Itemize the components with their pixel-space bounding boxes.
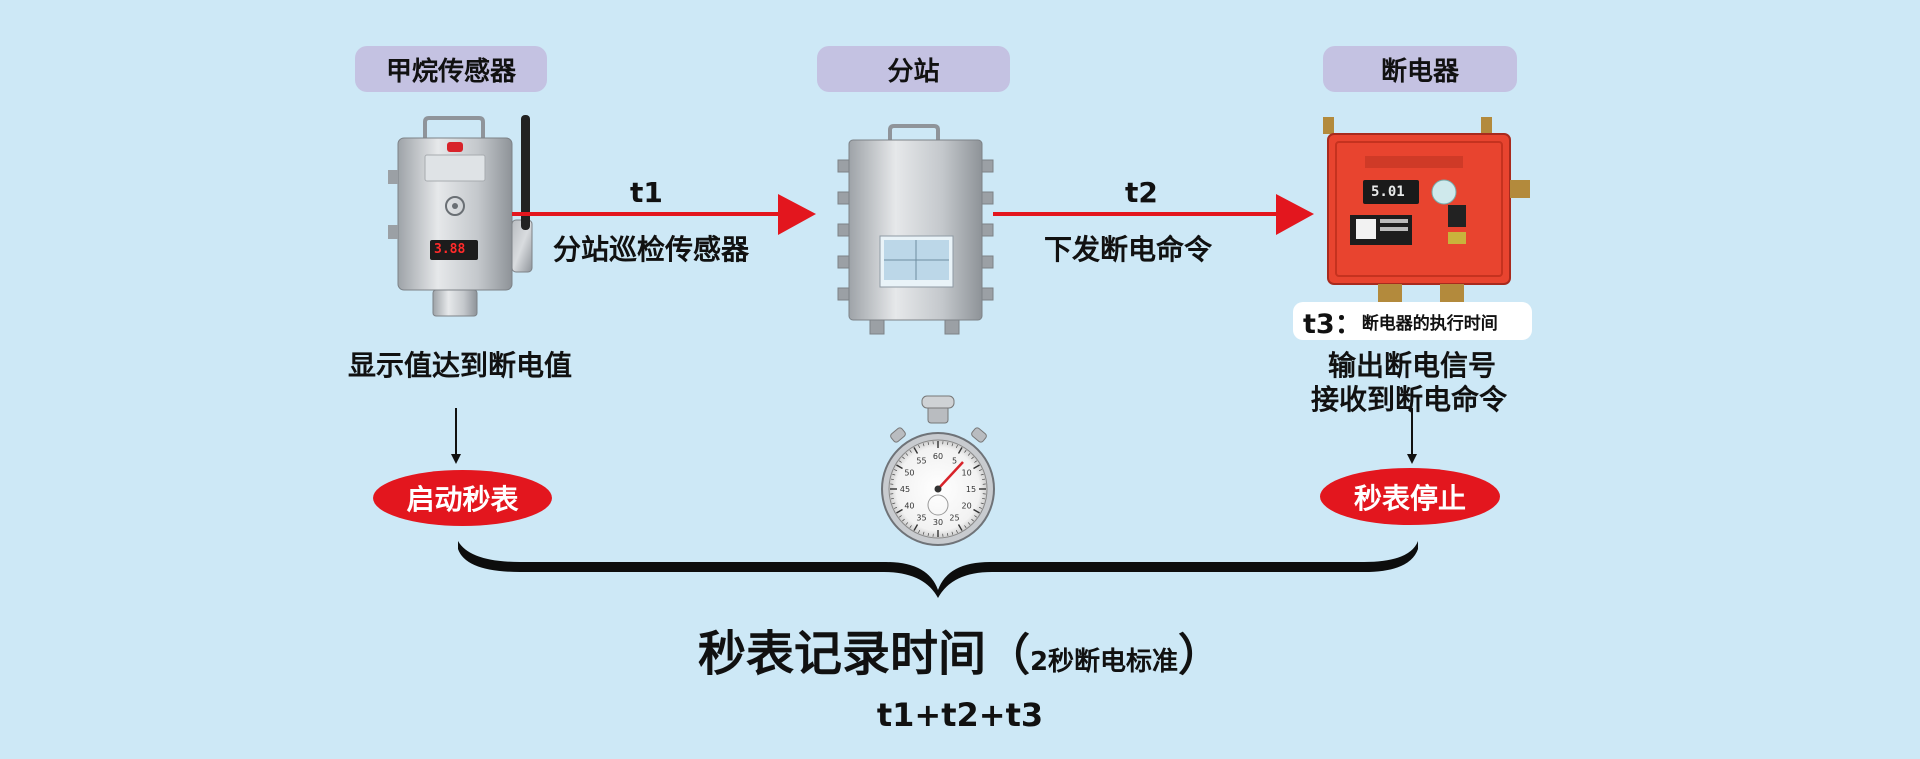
breaker-display: 5.01 bbox=[1371, 184, 1405, 200]
stopwatch-tick bbox=[905, 453, 909, 456]
arrow2-tag: t2 bbox=[1125, 176, 1158, 209]
summary-title: 秒表记录时间 bbox=[697, 626, 986, 682]
sensor-display: 3.88 bbox=[434, 242, 466, 257]
stopwatch-tick bbox=[905, 522, 909, 525]
stopwatch-dial-number: 25 bbox=[949, 514, 959, 523]
stopwatch-tick bbox=[918, 445, 920, 449]
t3-callout: t3： 断电器的执行时间 bbox=[1293, 302, 1532, 340]
stopwatch-tick bbox=[980, 502, 984, 505]
stopwatch-dial-number: 35 bbox=[916, 514, 926, 523]
arrow1-text: 分站巡检传感器 bbox=[553, 233, 750, 266]
stopwatch-dial-number: 5 bbox=[952, 456, 957, 465]
t3-tag: t3： bbox=[1303, 308, 1362, 340]
stopwatch-tick bbox=[957, 524, 963, 531]
stopwatch-dial-number: 30 bbox=[933, 518, 943, 527]
stopwatch-tick bbox=[964, 525, 967, 529]
stopwatch-tick bbox=[957, 447, 963, 454]
sensor-caption: 显示值达到断电值 bbox=[348, 349, 573, 382]
stopwatch-tick bbox=[892, 473, 896, 476]
stopwatch-tick bbox=[971, 518, 974, 522]
stopwatch-tick bbox=[902, 456, 905, 460]
stopwatch-tick bbox=[913, 524, 919, 531]
stopwatch-tick bbox=[902, 518, 905, 522]
arrow2-text: 下发断电命令 bbox=[1044, 233, 1213, 266]
stopwatch-tick bbox=[892, 502, 896, 505]
stopwatch-dial-number: 60 bbox=[933, 452, 943, 461]
stopwatch-tick bbox=[947, 532, 949, 537]
stopwatch-tick bbox=[896, 464, 903, 470]
stopwatch-tick bbox=[971, 456, 974, 460]
summary-paren-close: ） bbox=[1178, 630, 1223, 681]
stopwatch-tick bbox=[980, 473, 984, 476]
stopwatch-ticks bbox=[890, 441, 986, 537]
stopwatch-dial-number: 15 bbox=[966, 485, 976, 494]
arrow1-tag: t1 bbox=[630, 176, 663, 209]
summary-formula: t1+t2+t3 bbox=[876, 696, 1044, 734]
stopwatch-tick bbox=[898, 515, 902, 518]
stopwatch-tick bbox=[973, 508, 980, 514]
stopwatch-tick bbox=[898, 460, 902, 463]
stopwatch-tick bbox=[909, 449, 912, 453]
stopwatch-tick bbox=[947, 441, 949, 446]
t3-text: 断电器的执行时间 bbox=[1361, 313, 1498, 334]
summary-standard: 2秒断电标准 bbox=[1029, 647, 1179, 677]
summary-title-line: 秒表记录时间 （ 2秒断电标准 ） bbox=[0, 614, 1920, 684]
stopwatch-tick bbox=[918, 529, 920, 533]
stop-stopwatch-oval: 秒表停止 bbox=[1320, 468, 1500, 525]
stopwatch-tick bbox=[894, 507, 898, 509]
sensor-label-pill: 甲烷传感器 bbox=[355, 46, 547, 92]
breaker-label: 断电器 bbox=[1380, 56, 1459, 87]
start-stopwatch-oval: 启动秒表 bbox=[373, 470, 552, 526]
stopwatch-dial-number: 10 bbox=[961, 469, 971, 478]
stopwatch-dial-number: 45 bbox=[900, 485, 910, 494]
breaker-label-pill: 断电器 bbox=[1323, 46, 1517, 92]
stop-stopwatch-label: 秒表停止 bbox=[1353, 481, 1466, 515]
stopwatch-tick bbox=[981, 478, 986, 480]
start-stopwatch-label: 启动秒表 bbox=[406, 483, 519, 516]
summary-paren-open: （ bbox=[985, 630, 1030, 681]
stopwatch-tick bbox=[890, 498, 895, 500]
stopwatch-dial-number: 40 bbox=[904, 502, 914, 511]
stopwatch-tick bbox=[913, 447, 919, 454]
stopwatch-tick bbox=[956, 445, 958, 449]
stopwatch-tick bbox=[967, 453, 971, 456]
stopwatch-tick bbox=[927, 532, 929, 537]
substation-label: 分站 bbox=[887, 56, 940, 87]
breaker-caption-line1: 输出断电信号 bbox=[1328, 349, 1497, 382]
stopwatch-tick bbox=[956, 529, 958, 533]
stopwatch-tick bbox=[978, 507, 982, 509]
stopwatch-tick bbox=[894, 469, 898, 471]
stopwatch-tick bbox=[951, 443, 954, 447]
stopwatch-tick bbox=[951, 531, 954, 535]
stopwatch-tick bbox=[973, 464, 980, 470]
stopwatch-dial-number: 55 bbox=[916, 456, 926, 465]
sensor-label: 甲烷传感器 bbox=[385, 56, 516, 87]
stopwatch-tick bbox=[909, 525, 912, 529]
stopwatch-tick bbox=[964, 449, 967, 453]
breaker-caption-line2: 接收到断电命令 bbox=[1311, 383, 1508, 416]
stopwatch-dial-number: 50 bbox=[904, 469, 914, 478]
stopwatch-tick bbox=[896, 508, 903, 514]
stopwatch-tick bbox=[974, 460, 978, 463]
stopwatch-tick bbox=[890, 478, 895, 480]
stopwatch-tick bbox=[927, 441, 929, 446]
stopwatch-tick bbox=[922, 531, 925, 535]
substation-label-pill: 分站 bbox=[817, 46, 1010, 92]
stopwatch-tick bbox=[967, 522, 971, 525]
stopwatch-tick bbox=[974, 515, 978, 518]
stopwatch-tick bbox=[981, 498, 986, 500]
stopwatch-dial-number: 20 bbox=[961, 502, 971, 511]
stopwatch-tick bbox=[922, 443, 925, 447]
stopwatch-tick bbox=[978, 469, 982, 471]
